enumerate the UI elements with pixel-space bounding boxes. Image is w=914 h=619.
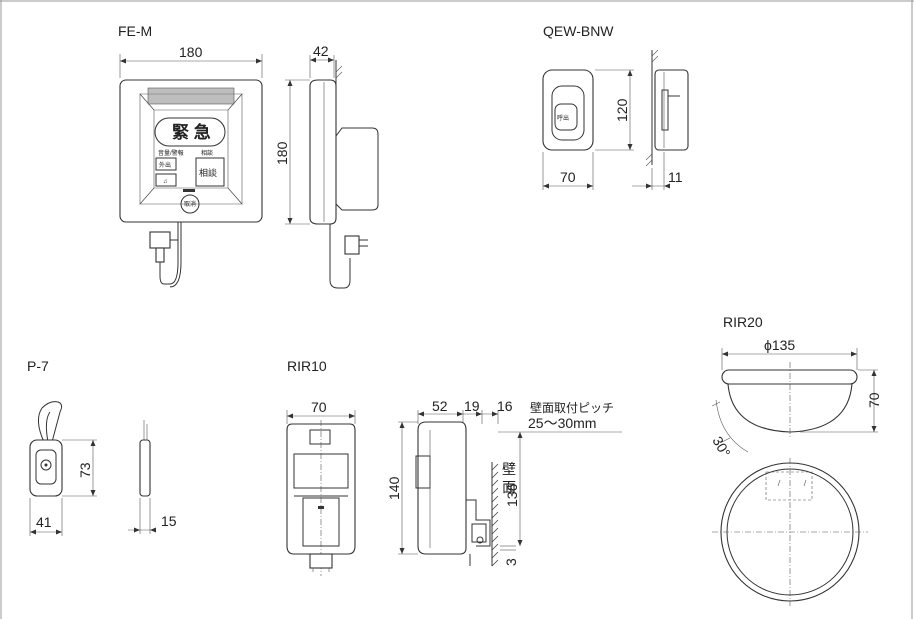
rir10-dim-e: 3	[503, 558, 519, 566]
model-label-p7: P-7	[27, 358, 49, 374]
fe-m-side-view: 42 180	[274, 43, 379, 289]
rir10-side-view: 52 19 16 壁面取付ピッチ 25〜30mm 壁 面	[386, 398, 622, 567]
rir10-note-line2: 25〜30mm	[528, 415, 596, 431]
qew-bnw-side-view: 11	[632, 49, 689, 190]
rir20-height-dim: 70	[866, 392, 882, 408]
rir10-dim-a: 52	[432, 398, 448, 414]
rir10-dim-c: 16	[497, 398, 513, 414]
fe-m-width-dim: 180	[179, 44, 203, 60]
p7-width-dim: 41	[36, 514, 52, 530]
p7-front-view: 73 41	[29, 401, 97, 536]
model-label-qew-bnw: QEW-BNW	[543, 23, 614, 39]
call-button-label: 呼出	[557, 114, 569, 122]
rir10-dim-b: 19	[464, 398, 480, 414]
wall-label-2: 面	[502, 479, 516, 495]
rir20-bottom-view	[712, 458, 868, 606]
rir20-angle: 30°	[709, 434, 733, 460]
qew-bnw-height-dim: 120	[614, 98, 630, 122]
svg-text:♫: ♫	[163, 179, 168, 185]
wall-label-1: 壁	[502, 461, 516, 477]
qew-bnw-depth-dim: 11	[668, 169, 683, 185]
rir20-side-view: ϕ135 70 30°	[709, 337, 882, 460]
rir10-width-dim: 70	[311, 399, 327, 415]
p7-height-dim: 73	[77, 462, 93, 478]
rir10-dim-d: 136	[504, 483, 520, 507]
p7-side-view: 15	[128, 420, 177, 534]
consult-small-label: 相談	[201, 149, 213, 157]
emergency-button-label: 緊 急	[172, 122, 211, 142]
speaker-small-label: 音量/警報	[158, 149, 184, 157]
rir10-front-view: 70	[286, 399, 356, 576]
cancel-button-label: 取消	[184, 200, 196, 208]
fe-m-depth-dim: 42	[313, 43, 329, 59]
model-label-fe-m: FE-M	[118, 23, 152, 39]
model-label-rir20: RIR20	[723, 314, 763, 330]
p7-depth-dim: 15	[161, 513, 177, 529]
rir10-note-line1: 壁面取付ピッチ	[530, 400, 614, 415]
rir20-diameter-dim: ϕ135	[764, 337, 795, 353]
fe-m-height-dim: 180	[274, 141, 290, 165]
outside-button-label: 外出	[159, 161, 171, 169]
model-label-rir10: RIR10	[287, 358, 327, 374]
qew-bnw-front-view: 呼出 70 120	[542, 69, 634, 190]
qew-bnw-width-dim: 70	[560, 169, 576, 185]
rir10-height-dim: 140	[386, 476, 402, 500]
fe-m-front-view: 180 緊 急 音量/警報 相談 外出 ♫ 相談 取消	[119, 44, 263, 288]
consult-button-label: 相談	[199, 167, 217, 178]
